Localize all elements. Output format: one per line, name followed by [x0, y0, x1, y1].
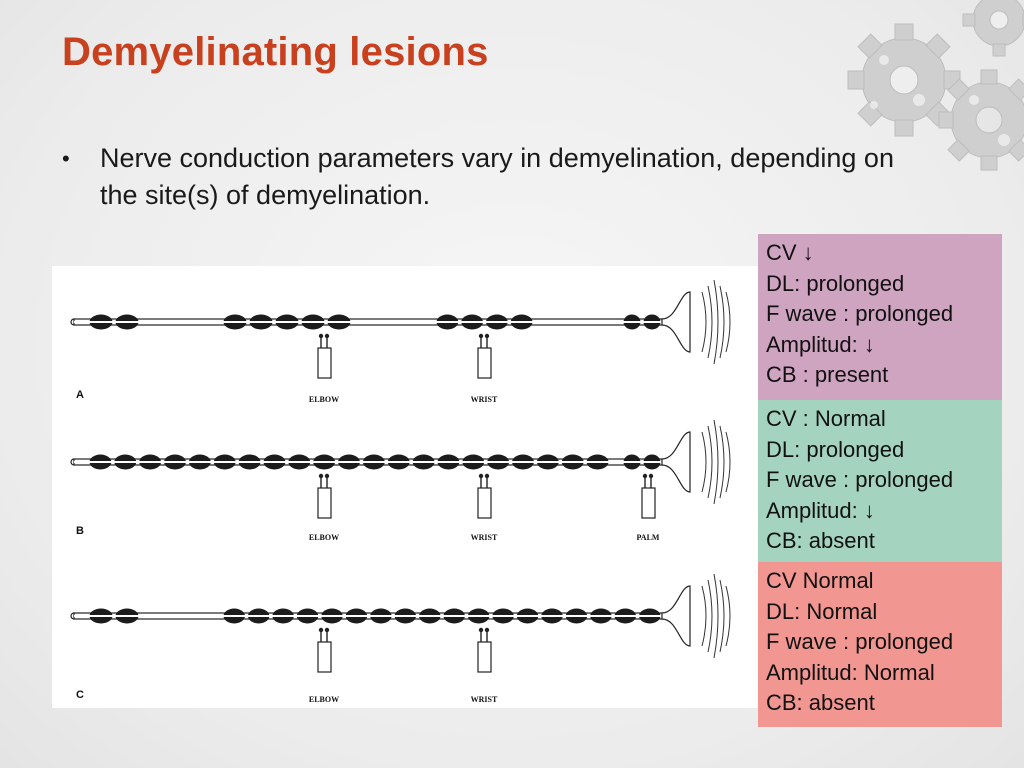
- bullet-text: Nerve conduction parameters vary in demy…: [100, 143, 894, 210]
- box-c-line-2: DL: Normal: [766, 598, 878, 624]
- stimulator-box: [317, 347, 332, 379]
- site-label-wrist: WRIST: [471, 695, 498, 704]
- stimulator-box: [317, 641, 332, 673]
- box-c-line-3: F wave : prolonged: [766, 629, 954, 655]
- electrode-tip: [478, 627, 484, 633]
- box-c-line-4: Amplitud: Normal: [766, 659, 935, 685]
- muscle-fiber: [725, 431, 731, 493]
- box-a-line-1: CV ↓: [766, 240, 814, 265]
- electrode-tip: [484, 627, 490, 633]
- box-b-line-2: DL: prolonged: [766, 436, 905, 462]
- axon-end: [70, 458, 75, 466]
- site-label-elbow: ELBOW: [309, 395, 339, 404]
- stimulator-box: [477, 487, 492, 519]
- box-a-line-2: DL: prolonged: [766, 270, 905, 296]
- nerve-diagram: ELBOW WRIST A ELBOW WRIST PALM B ELBOW WRIST C: [52, 266, 760, 708]
- site-label-elbow: ELBOW: [309, 533, 339, 542]
- nerve-terminal: [661, 291, 691, 353]
- nerve-terminal: [661, 431, 691, 493]
- slide-title: Demyelinating lesions: [62, 30, 489, 74]
- electrode-tip: [318, 333, 324, 339]
- box-b-line-4: Amplitud: ↓: [766, 497, 875, 523]
- stimulator-box: [317, 487, 332, 519]
- row-letter: B: [76, 525, 84, 537]
- box-c-line-5: CB: absent: [766, 690, 875, 716]
- nerve-terminal: [661, 585, 691, 647]
- nerve-row-b: ELBOW WRIST PALM B: [70, 419, 731, 542]
- muscle-fiber: [713, 573, 719, 659]
- box-b-line-3: F wave : prolonged: [766, 467, 954, 493]
- stimulator-box: [477, 641, 492, 673]
- electrode-tip: [324, 473, 330, 479]
- muscle-fiber: [719, 425, 725, 499]
- electrode-tip: [648, 473, 654, 479]
- electrode-tip: [318, 473, 324, 479]
- muscle-fiber: [713, 279, 719, 365]
- muscle-fiber: [719, 285, 725, 359]
- muscle-fiber: [707, 425, 713, 499]
- muscle-fiber: [725, 585, 731, 647]
- stimulator-box: [477, 347, 492, 379]
- stimulator-box: [641, 487, 656, 519]
- electrode-tip: [478, 333, 484, 339]
- electrode-tip: [318, 627, 324, 633]
- muscle-fiber: [707, 285, 713, 359]
- parameter-box-c: CV Normal DL: Normal F wave : prolonged …: [758, 562, 1002, 727]
- site-label-palm: PALM: [637, 533, 660, 542]
- electrode-tip: [484, 333, 490, 339]
- bullet-icon: •: [62, 146, 70, 171]
- box-b-line-5: CB: absent: [766, 528, 875, 554]
- axon-end: [70, 612, 75, 620]
- electrode-tip: [478, 473, 484, 479]
- parameter-box-b: CV : Normal DL: prolonged F wave : prolo…: [758, 400, 1002, 562]
- nerve-row-c: ELBOW WRIST C: [70, 573, 731, 704]
- row-letter: C: [76, 689, 84, 701]
- nerve-row-a: ELBOW WRIST A: [70, 279, 731, 404]
- site-label-elbow: ELBOW: [309, 695, 339, 704]
- box-a-line-4: Amplitud: ↓: [766, 331, 875, 357]
- site-label-wrist: WRIST: [471, 395, 498, 404]
- muscle-fiber: [701, 431, 707, 493]
- muscle-fiber: [701, 291, 707, 353]
- electrode-tip: [324, 333, 330, 339]
- box-a-line-3: F wave : prolonged: [766, 301, 954, 327]
- electrode-tip: [484, 473, 490, 479]
- box-a-line-5: CB : present: [766, 362, 889, 388]
- muscle-fiber: [713, 419, 719, 505]
- box-c-line-1: CV Normal: [766, 568, 874, 593]
- parameter-boxes: CV ↓ DL: prolonged F wave : prolonged Am…: [758, 234, 1002, 727]
- electrode-tip: [324, 627, 330, 633]
- muscle-fiber: [725, 291, 731, 353]
- muscle-fiber: [719, 579, 725, 653]
- muscle-fiber: [701, 585, 707, 647]
- axon-end: [70, 318, 75, 326]
- site-label-wrist: WRIST: [471, 533, 498, 542]
- gears-decoration-icon: [847, 0, 1024, 171]
- parameter-box-a: CV ↓ DL: prolonged F wave : prolonged Am…: [758, 234, 1002, 400]
- box-b-line-1: CV : Normal: [766, 406, 886, 431]
- bullet-point: • Nerve conduction parameters vary in de…: [62, 140, 912, 214]
- nerve-diagram-svg: ELBOW WRIST A ELBOW WRIST PALM B ELBOW WRIST C: [70, 279, 731, 704]
- row-letter: A: [76, 389, 84, 401]
- electrode-tip: [642, 473, 648, 479]
- muscle-fiber: [707, 579, 713, 653]
